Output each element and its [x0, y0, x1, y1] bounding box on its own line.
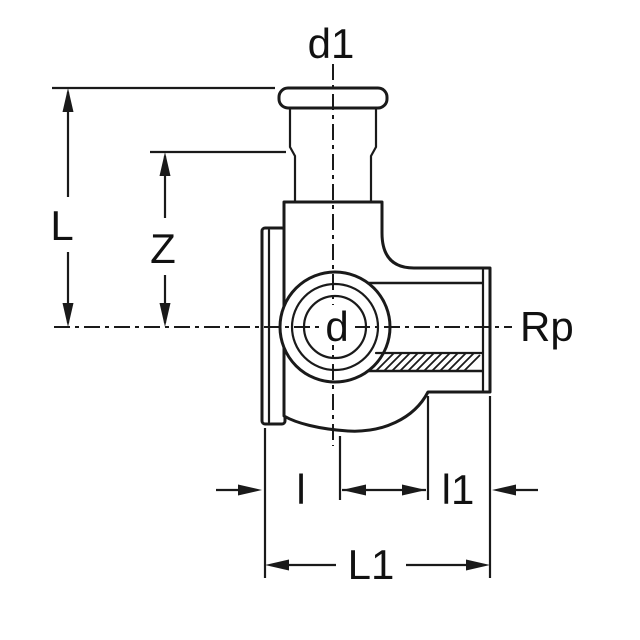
- thread-hatch: [375, 352, 481, 372]
- label-d: d: [325, 303, 348, 350]
- label-Rp: Rp: [520, 303, 574, 350]
- arrow-right-icon: [402, 484, 426, 496]
- bottom-extension-lines: [263, 396, 492, 578]
- arrow-right-icon: [238, 484, 262, 496]
- arrow-up-icon: [159, 152, 171, 176]
- arrow-left-icon: [492, 484, 516, 496]
- label-Z: Z: [150, 225, 176, 272]
- arrow-left-icon: [342, 484, 366, 496]
- label-L: L: [50, 202, 73, 249]
- arrow-right-icon: [466, 559, 490, 571]
- dimension-Z: Z: [150, 150, 286, 327]
- label-l1: l1: [442, 466, 475, 513]
- label-d-mask: [319, 305, 355, 345]
- arrow-up-icon: [62, 88, 74, 112]
- dimension-L: L: [50, 86, 275, 327]
- socket-wall-right: [369, 106, 378, 204]
- dimension-l-l1: l l1: [216, 466, 538, 513]
- threaded-bore: [368, 266, 485, 394]
- arrow-down-icon: [159, 303, 171, 327]
- arrow-left-icon: [265, 559, 289, 571]
- dimension-L1: L1: [265, 541, 490, 588]
- label-L1: L1: [348, 541, 395, 588]
- label-d1: d1: [308, 20, 355, 67]
- socket-wall-left: [288, 106, 297, 204]
- arrow-down-icon: [62, 303, 74, 327]
- label-l: l: [296, 466, 305, 513]
